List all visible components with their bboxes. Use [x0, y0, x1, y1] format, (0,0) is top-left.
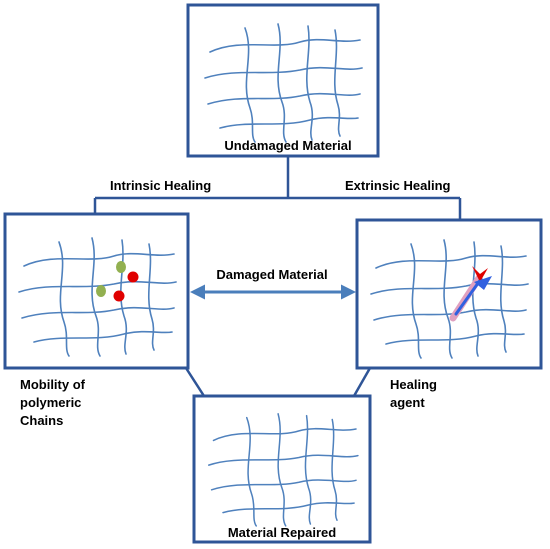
- node-repaired-label: Material Repaired: [228, 525, 336, 540]
- red-dot: [113, 290, 125, 302]
- node-undamaged: Undamaged Material: [186, 3, 380, 158]
- node-repaired: Material Repaired: [192, 394, 372, 544]
- node-damaged-intrinsic: [3, 212, 190, 370]
- green-dot: [96, 285, 106, 297]
- edge-label-intrinsic: Intrinsic Healing: [110, 178, 211, 193]
- edge-label-extrinsic: Extrinsic Healing: [345, 178, 451, 193]
- healing-agent-icon: [449, 266, 492, 322]
- red-dot: [127, 271, 139, 283]
- node-mobility-label: Mobility of polymeric Chains: [20, 377, 89, 428]
- node-agent-label: Healing agent: [390, 377, 441, 410]
- green-dot: [116, 261, 126, 273]
- node-damaged-label: Damaged Material: [216, 267, 327, 282]
- connector-repair-left: [184, 367, 206, 397]
- node-undamaged-label: Undamaged Material: [224, 138, 351, 153]
- node-damaged-extrinsic: [355, 218, 543, 370]
- connector-repair-right: [352, 367, 372, 397]
